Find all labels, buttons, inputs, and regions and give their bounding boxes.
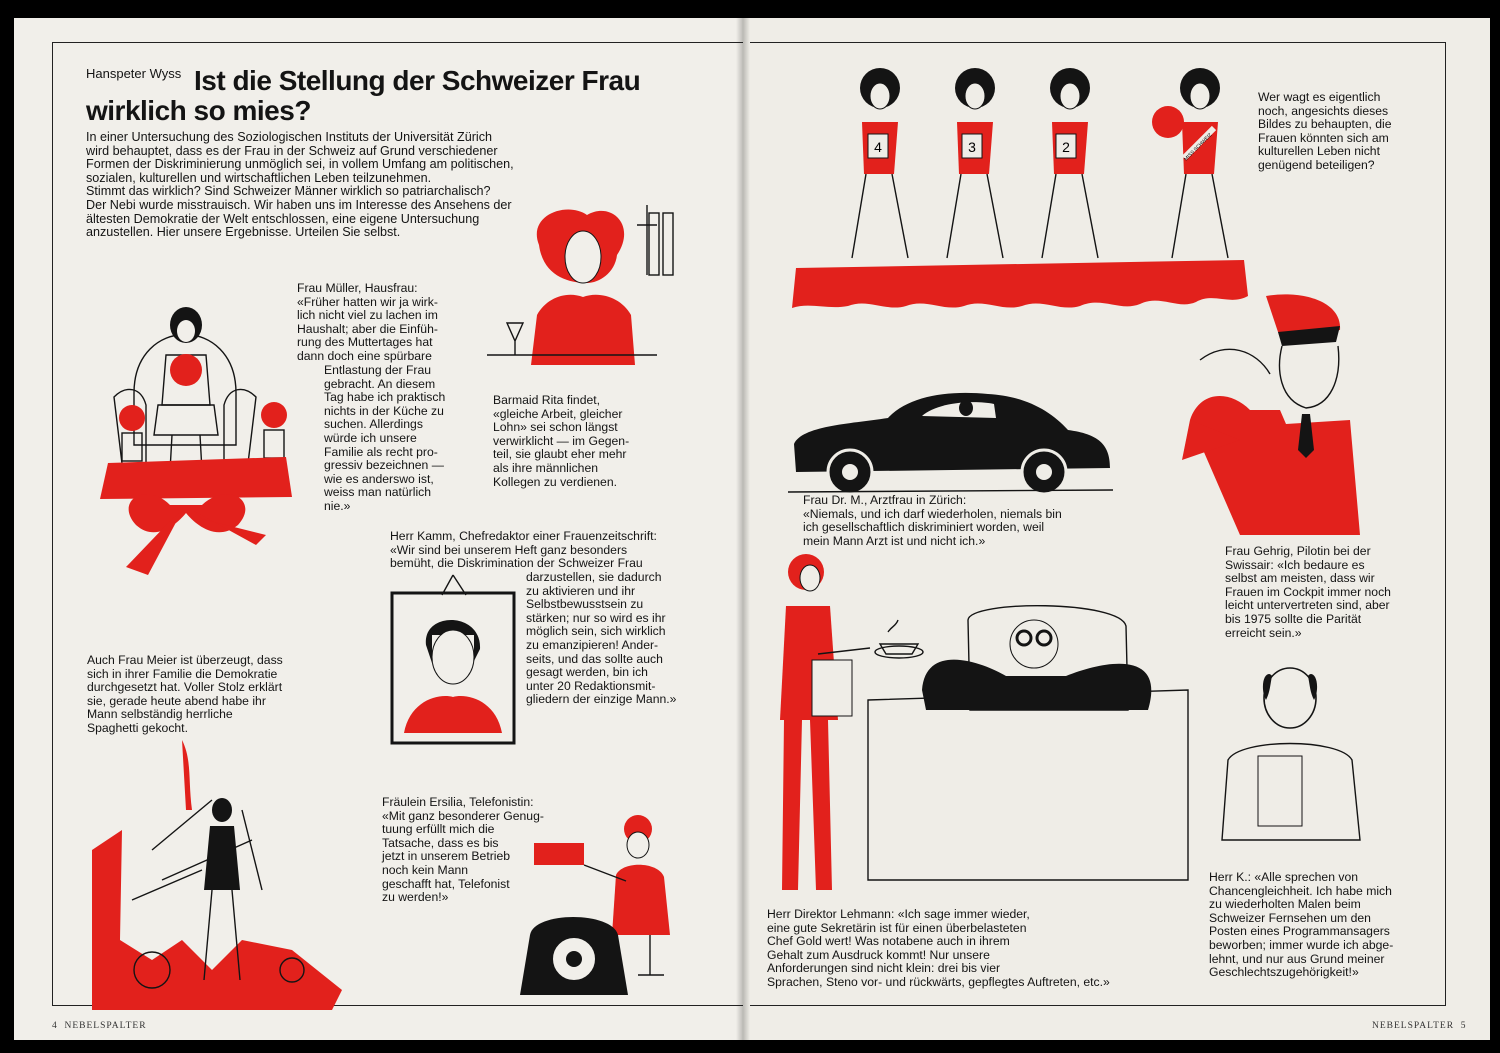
headline-text: Ist die Stellung der Schweizer Frau wirk… <box>86 65 641 126</box>
beauty-contest-stage-illustration: 4 3 2 MISS SCHWEIZ <box>792 68 1248 308</box>
caption-frau-meier: Auch Frau Meier ist überzeugt, dass sich… <box>87 653 283 735</box>
barmaid-rita-illustration <box>487 205 674 365</box>
herr-k-illustration <box>1221 667 1361 841</box>
contestant-number-2: 2 <box>1062 139 1070 155</box>
secretary-illustration <box>780 554 871 890</box>
caption-barmaid-rita: Barmaid Rita findet, «gleiche Arbeit, gl… <box>493 393 630 489</box>
framed-portrait-kamm <box>390 574 516 745</box>
caption-frau-gehrig: Frau Gehrig, Pilotin bei der Swissair: «… <box>1225 544 1391 640</box>
left-folio: 4 NEBELSPALTER <box>52 1021 147 1031</box>
contestant-number-4: 4 <box>874 139 882 155</box>
contestant-4 <box>851 68 909 259</box>
caption-miss-wahl: Wer wagt es eigentlich noch, angesichts … <box>1258 90 1392 172</box>
caption-fraeulein-ersilia: Fräulein Ersilia, Telefonistin: «Mit gan… <box>382 795 544 905</box>
contestant-3 <box>946 68 1004 259</box>
article-intro: In einer Untersuchung des Soziologischen… <box>86 130 514 240</box>
director-at-desk-illustration <box>867 604 1189 881</box>
page-gutter <box>736 18 750 1040</box>
right-page-number: 5 <box>1460 1021 1467 1031</box>
author-byline: Hanspeter Wyss <box>86 66 182 81</box>
left-masthead: NEBELSPALTER <box>64 1021 147 1031</box>
spaghetti-kitchen-chaos <box>92 740 342 1010</box>
left-page-number: 4 <box>52 1021 58 1031</box>
right-masthead: NEBELSPALTER <box>1372 1021 1455 1031</box>
caption-frau-mueller: Frau Müller, Hausfrau: «Früher hatten wi… <box>297 281 438 363</box>
right-page <box>742 18 1490 1040</box>
mother-on-throne-illustration <box>100 307 292 575</box>
caption-herr-kamm-continued: darzustellen, sie dadurch zu aktivieren … <box>526 570 677 707</box>
left-page-frame <box>52 42 743 1006</box>
miss-schweiz-winner <box>1152 68 1229 259</box>
right-folio: NEBELSPALTER 5 <box>1372 1021 1467 1031</box>
stage-curtain <box>792 260 1248 308</box>
car-illustration <box>787 392 1114 496</box>
right-page-frame <box>750 42 1446 1006</box>
caption-frau-dr-m: Frau Dr. M., Arztfrau in Zürich: «Niemal… <box>803 493 1062 548</box>
contestant-number-3: 3 <box>968 139 976 155</box>
contestant-2 <box>1041 68 1099 259</box>
caption-direktor-lehmann: Herr Direktor Lehmann: «Ich sage immer w… <box>767 907 1110 989</box>
caption-herr-kamm: Herr Kamm, Chefredaktor einer Frauenzeit… <box>390 529 657 571</box>
caption-herr-k: Herr K.: «Alle sprechen von Chancengleic… <box>1209 870 1394 980</box>
telephone-operator-ersilia <box>520 815 670 995</box>
swissair-pilot-illustration <box>1182 294 1360 535</box>
caption-frau-mueller-continued: Entlastung der Frau gebracht. An diesem … <box>324 363 446 513</box>
article-headline: Ist die Stellung der Schweizer Frau wirk… <box>86 66 736 126</box>
